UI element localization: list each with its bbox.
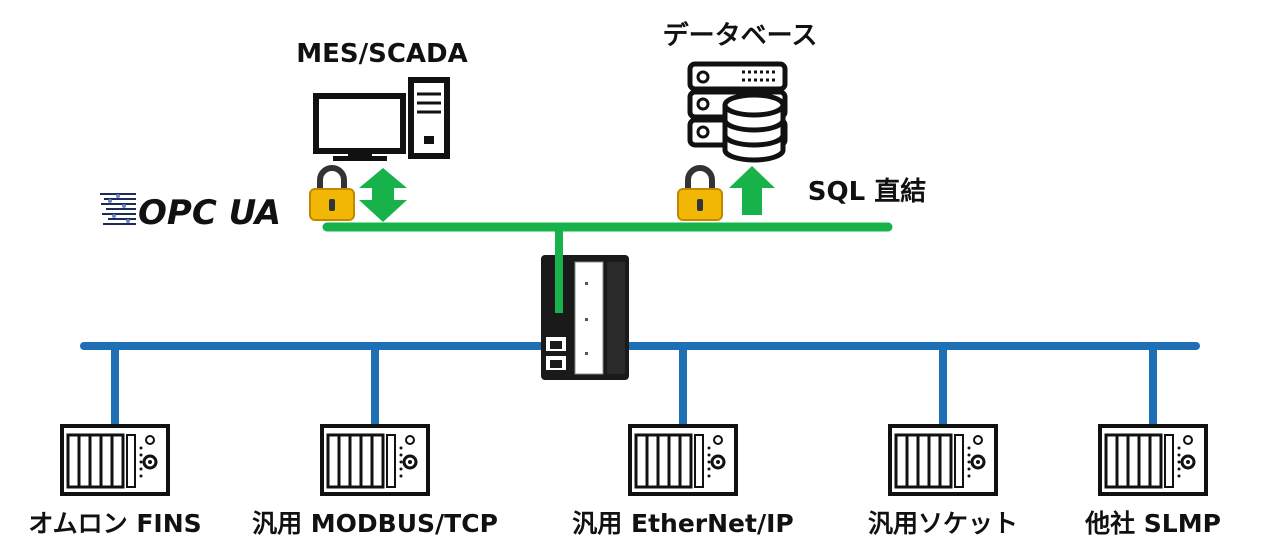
lock-icon [309, 165, 355, 221]
database-label: データベース [663, 20, 818, 51]
gateway-device-icon [541, 255, 629, 380]
plc-icon [888, 424, 998, 496]
device-label-modbus-tcp: 汎用 MODBUS/TCP [252, 509, 498, 538]
bidirectional-arrow-icon [359, 168, 407, 222]
opcua-logo: OPC UA [100, 193, 281, 233]
plc-icon [628, 424, 738, 496]
plc-icon [1098, 424, 1208, 496]
plc-icon [320, 424, 430, 496]
sql-direct-label: SQL 直結 [808, 176, 926, 207]
plc-icon [60, 424, 170, 496]
device-label-ethernet-ip: 汎用 EtherNet/IP [572, 509, 793, 538]
device-label-omron-fins: オムロン FINS [28, 509, 201, 538]
database-icon [687, 61, 788, 163]
device-label-socket: 汎用ソケット [868, 509, 1018, 538]
lock-icon [677, 165, 723, 221]
mes-scada-label: MES/SCADA [296, 39, 468, 69]
computer-icon [313, 77, 450, 161]
opcua-logo-text: OPC UA [138, 193, 281, 233]
device-label-slmp: 他社 SLMP [1084, 509, 1221, 538]
device-drops [111, 346, 1157, 426]
up-arrow-icon [729, 166, 775, 215]
